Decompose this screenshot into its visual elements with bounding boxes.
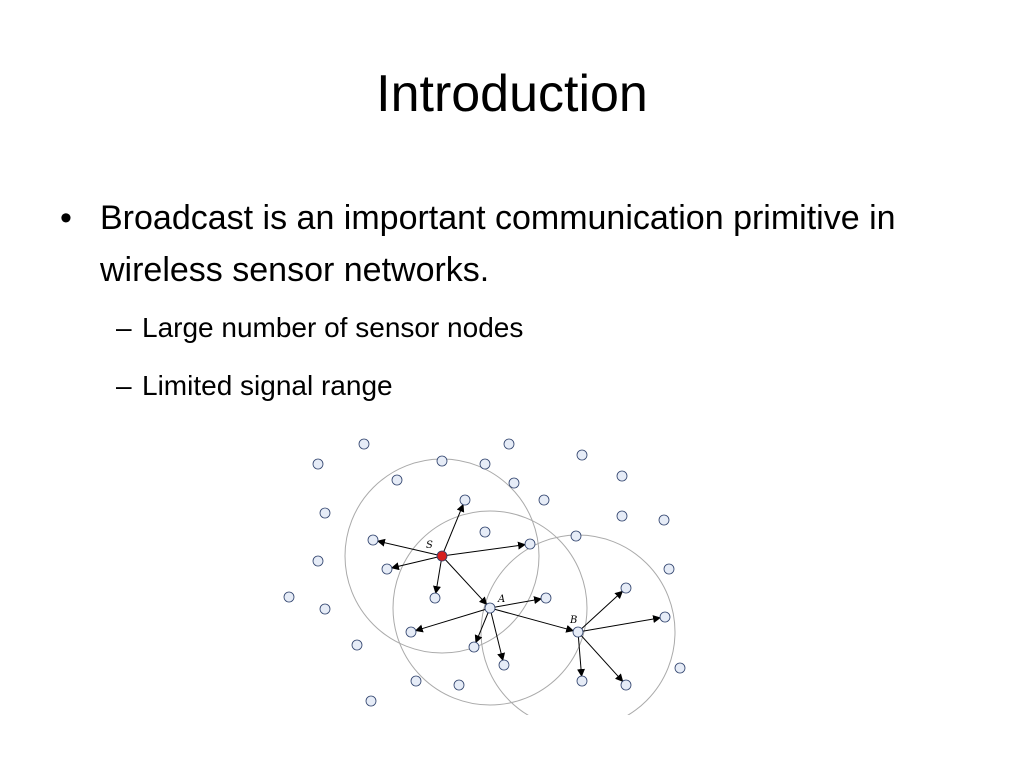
sensor-nodes xyxy=(283,438,686,707)
sensor-node xyxy=(365,695,377,707)
bullet-broadcast: • Broadcast is an important communicatio… xyxy=(60,192,940,296)
sensor-node xyxy=(367,534,379,546)
subbullet-large-number: –Large number of sensor nodes xyxy=(116,308,936,348)
sensor-node xyxy=(538,494,550,506)
arrow-from-a xyxy=(489,596,543,609)
arrow-from-b xyxy=(577,615,662,633)
dash-icon: – xyxy=(116,370,132,401)
sensor-node xyxy=(674,662,686,674)
node-b-label: B xyxy=(569,615,577,626)
sensor-node xyxy=(312,555,324,567)
sensor-node xyxy=(405,626,417,638)
sensor-node xyxy=(312,458,324,470)
bullet-dot-icon: • xyxy=(60,199,72,237)
sensor-node xyxy=(576,449,588,461)
sensor-node xyxy=(319,507,331,519)
range-circle xyxy=(392,510,588,706)
arrow-from-a xyxy=(489,607,506,662)
sensor-node xyxy=(503,438,515,450)
sensor-node xyxy=(410,675,422,687)
arrow-from-s xyxy=(441,503,465,557)
sensor-node xyxy=(319,603,331,615)
arrow-from-s xyxy=(390,555,443,571)
sensor-node xyxy=(358,438,370,450)
sensor-node xyxy=(498,659,510,671)
sensor-node xyxy=(479,526,491,538)
broadcast-network-diagram: S A B xyxy=(283,438,686,715)
sensor-node xyxy=(616,470,628,482)
sensor-node xyxy=(620,582,632,594)
sensor-node xyxy=(429,592,441,604)
subbullet-limited-range: –Limited signal range xyxy=(116,366,936,406)
sensor-node xyxy=(508,477,520,489)
sensor-node xyxy=(576,675,588,687)
sensor-node xyxy=(524,538,536,550)
subbullet-text: Limited signal range xyxy=(142,370,393,401)
sensor-node xyxy=(351,639,363,651)
node-b xyxy=(572,626,584,638)
slide-title: Introduction xyxy=(376,65,648,123)
sensor-node xyxy=(663,563,675,575)
sensor-node xyxy=(570,530,582,542)
arrow-from-a xyxy=(474,607,491,644)
sensor-node xyxy=(453,679,465,691)
sensor-node xyxy=(659,611,671,623)
dash-icon: – xyxy=(116,312,132,343)
sensor-node xyxy=(468,641,480,653)
arrow-a-to-b xyxy=(489,607,575,633)
sensor-node xyxy=(540,592,552,604)
transmission-arrows xyxy=(376,503,662,683)
arrow-from-b xyxy=(577,631,624,683)
sensor-node xyxy=(620,679,632,691)
node-a xyxy=(484,602,496,614)
arrow-s-to-a xyxy=(441,555,488,606)
arrow-from-s xyxy=(376,538,443,557)
arrow-from-s xyxy=(441,541,527,557)
node-labels: S A B xyxy=(426,540,577,626)
sensor-node xyxy=(459,494,471,506)
sensor-node xyxy=(479,458,491,470)
node-a-label: A xyxy=(497,594,505,605)
arrow-from-s xyxy=(433,555,443,595)
bullet-text: Broadcast is an important communication … xyxy=(100,199,896,289)
arrow-from-b xyxy=(577,631,586,678)
arrow-from-b xyxy=(577,590,624,633)
sensor-node xyxy=(436,455,448,467)
sensor-node xyxy=(658,514,670,526)
sensor-node xyxy=(616,510,628,522)
sensor-node xyxy=(391,474,403,486)
subbullet-text: Large number of sensor nodes xyxy=(142,312,524,343)
source-node xyxy=(436,550,448,562)
arrow-from-a xyxy=(414,607,491,633)
source-label: S xyxy=(426,540,433,551)
sensor-node xyxy=(381,563,393,575)
sensor-node xyxy=(283,591,295,603)
